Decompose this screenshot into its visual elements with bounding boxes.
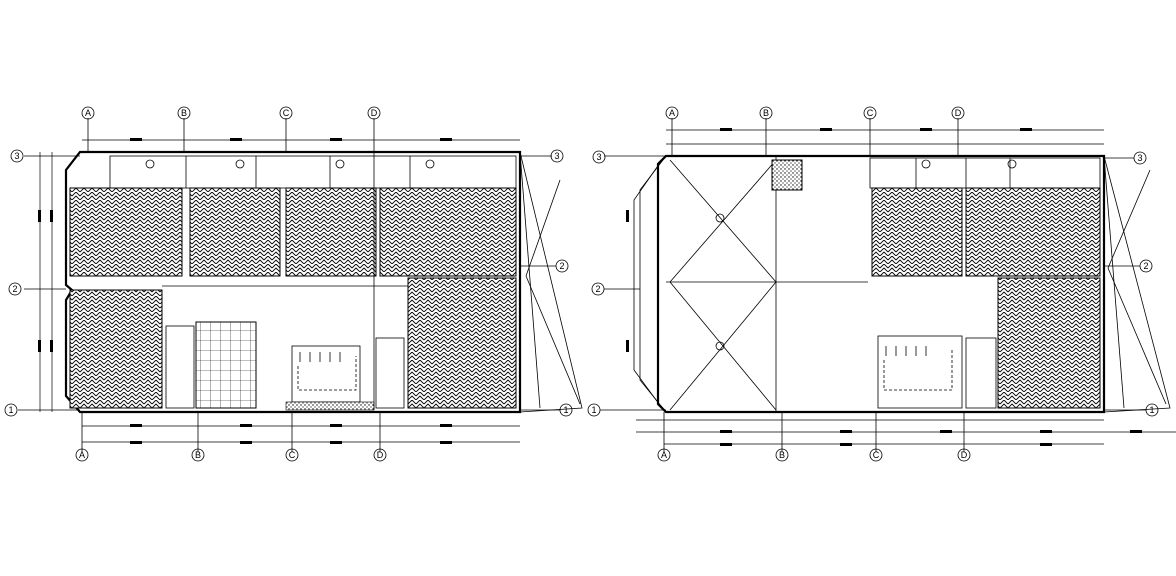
left-tiled-bath	[195, 321, 257, 409]
left-bath-strip	[109, 155, 517, 189]
right-left-bulge	[639, 155, 667, 413]
right-axis-3-left: 3	[592, 150, 606, 164]
axis-label: 3	[596, 152, 601, 162]
right-room-1	[871, 187, 963, 277]
right-axis-D-bottom: D	[957, 448, 971, 462]
left-axis-B-top: B	[177, 106, 191, 120]
right-axis-B-bottom: B	[775, 448, 789, 462]
axis-label: C	[873, 450, 880, 460]
axis-label: C	[283, 108, 290, 118]
axis-label: 2	[595, 284, 600, 294]
right-stair	[877, 335, 963, 409]
right-room-3	[997, 277, 1101, 409]
axis-label: C	[289, 450, 296, 460]
left-room-1	[69, 187, 183, 277]
left-axis-B-bottom: B	[191, 448, 205, 462]
axis-label: D	[955, 108, 962, 118]
left-exterior-wall	[64, 150, 522, 414]
right-axis-1-left: 1	[587, 403, 601, 417]
axis-label: A	[669, 108, 675, 118]
axis-bubbles: A B C D A B C D 3 2 1 3 2 1 A B C D A B …	[4, 106, 1159, 462]
right-axis-2-left: 2	[591, 282, 605, 296]
axis-label: 2	[12, 284, 17, 294]
left-axis-3-left: 3	[10, 149, 24, 163]
axis-label: A	[79, 450, 85, 460]
axis-label: D	[377, 450, 384, 460]
left-room-2	[189, 187, 281, 277]
right-axis-2-right: 2	[1139, 259, 1153, 273]
right-axis-C-top: C	[863, 106, 877, 120]
right-side-wedge	[1103, 155, 1171, 413]
axis-label: B	[763, 108, 769, 118]
right-axis-D-top: D	[951, 106, 965, 120]
left-room-6	[407, 277, 517, 409]
axis-label: 3	[554, 151, 559, 161]
axis-label: B	[181, 108, 187, 118]
right-axis-3-right: 3	[1133, 151, 1147, 165]
left-axis-D-bottom: D	[373, 448, 387, 462]
left-floor-plan	[18, 118, 583, 452]
right-axis-A-bottom: A	[657, 448, 671, 462]
left-axis-C-bottom: C	[285, 448, 299, 462]
right-axis-1-right: 1	[1145, 403, 1159, 417]
left-room-4	[379, 187, 517, 277]
left-gravel-strip	[285, 401, 375, 411]
left-axis-C-top: C	[279, 106, 293, 120]
left-stair	[291, 345, 361, 403]
left-axis-3-right: 3	[550, 149, 564, 163]
left-room-3	[285, 187, 377, 277]
right-room-2	[965, 187, 1101, 277]
right-axis-C-bottom: C	[869, 448, 883, 462]
axis-label: 1	[563, 405, 568, 415]
right-floor-plan	[600, 118, 1176, 452]
axis-label: 1	[1149, 405, 1154, 415]
axis-label: D	[371, 108, 378, 118]
axis-label: 1	[8, 405, 13, 415]
axis-label: 1	[591, 405, 596, 415]
axis-label: A	[661, 450, 667, 460]
axis-label: 3	[1137, 153, 1142, 163]
right-axis-B-top: B	[759, 106, 773, 120]
right-axis-A-top: A	[665, 106, 679, 120]
left-axis-A-bottom: A	[75, 448, 89, 462]
axis-label: B	[779, 450, 785, 460]
left-axis-A-top: A	[81, 106, 95, 120]
left-axis-D-top: D	[367, 106, 381, 120]
axis-label: 2	[559, 261, 564, 271]
left-room-5	[69, 289, 163, 409]
right-shaft	[771, 159, 803, 191]
axis-label: 2	[1143, 261, 1148, 271]
axis-label: A	[85, 108, 91, 118]
left-axis-1-left: 1	[4, 403, 18, 417]
axis-label: 3	[14, 151, 19, 161]
left-side-wedge	[519, 151, 583, 413]
left-axis-2-left: 2	[8, 282, 22, 296]
left-axis-1-right: 1	[559, 403, 573, 417]
right-bath-strip	[869, 157, 1101, 189]
axis-label: D	[961, 450, 968, 460]
left-axis-2-right: 2	[555, 259, 569, 273]
axis-label: C	[867, 108, 874, 118]
axis-label: B	[195, 450, 201, 460]
